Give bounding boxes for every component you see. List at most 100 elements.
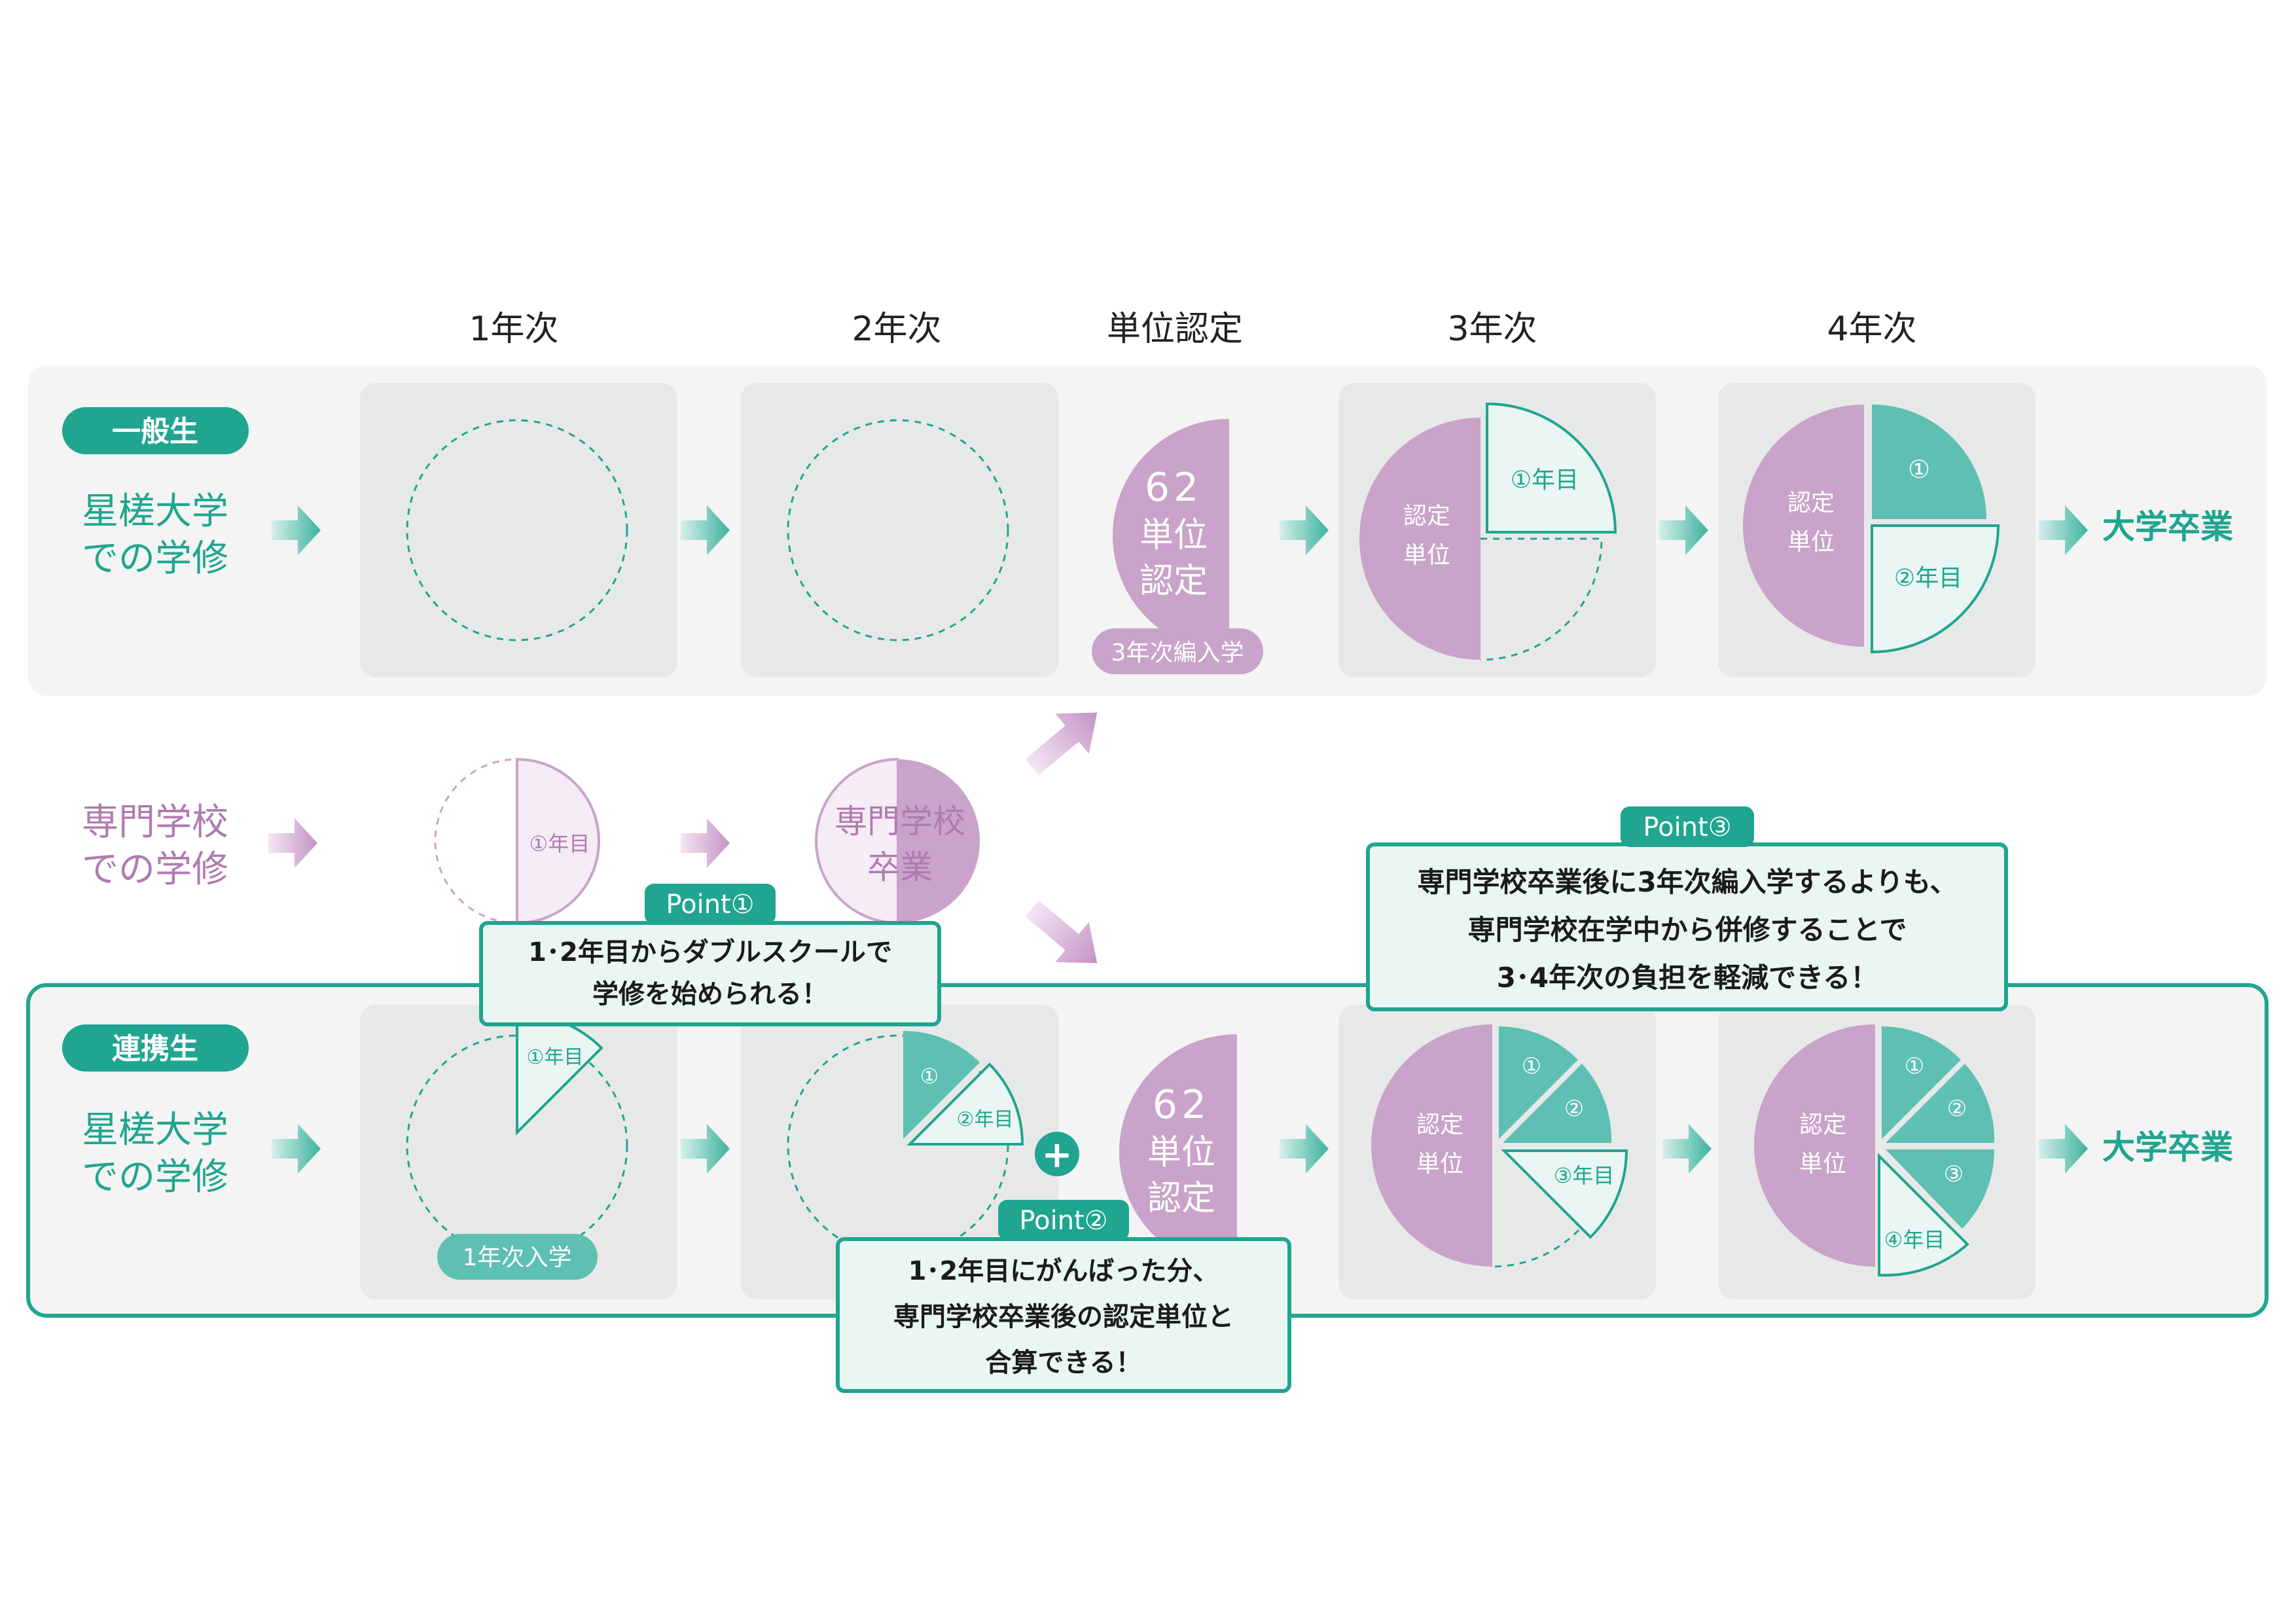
point2-line-2: 専門学校卒業後の認定単位と [893, 1302, 1234, 1332]
general-year4-recognized-2: 単位 [1787, 529, 1835, 556]
partner-year2-slice1-label: ① [920, 1064, 939, 1089]
col-header-year2: 2年次 [852, 310, 941, 349]
partner-year2-slice2 [906, 1062, 1024, 1146]
point3-tag-label: Point③ [1643, 812, 1731, 842]
arrow-down-right-icon [1025, 900, 1098, 964]
partner-year1-dashed-circle [406, 1034, 628, 1257]
partner-year3-slice1 [1499, 1026, 1578, 1139]
vocational-graduate-1: 専門学校 [834, 803, 965, 840]
partner-year1-slice-label: ①年目 [527, 1046, 584, 1069]
point1-tag [645, 884, 776, 924]
general-graduation: 大学卒業 [2102, 508, 2233, 546]
point2-tag-label: Point② [1019, 1206, 1107, 1236]
arrow-icon [1659, 505, 1708, 555]
partner-row-label-2: での学修 [82, 1156, 228, 1199]
general-transfer-tag [1092, 628, 1263, 674]
point1-callout: Point① 1･2年目からダブルスクールで 学修を始められる！ [479, 884, 941, 1026]
col-header-year3: 3年次 [1447, 310, 1537, 349]
general-student-panel: 一般生 星槎大学 での学修 62 単位 認定 3年次編入学 認定 単位 ①年目 … [28, 365, 2267, 696]
point3-line-1: 専門学校卒業後に3年次編入学するよりも、 [1417, 866, 1957, 898]
general-year2-empty-circle [787, 419, 1009, 641]
general-year3-recognized-2: 単位 [1403, 542, 1450, 569]
general-cell-year1 [360, 383, 677, 677]
partner-arrows [272, 1124, 2088, 1174]
partner-year3-recognized-2: 単位 [1416, 1151, 1463, 1178]
partner-year4-s3-label: ③ [1944, 1161, 1964, 1187]
partner-credit-half-circle [1119, 1034, 1237, 1270]
general-year4-recognized-half [1743, 405, 1864, 647]
partner-credit-label: 認定 [1147, 1179, 1215, 1218]
general-arrows [272, 505, 2088, 555]
partner-credit-unit: 単位 [1147, 1133, 1215, 1172]
general-year4-slice-year1 [1872, 405, 1986, 519]
col-header-credit: 単位認定 [1107, 310, 1243, 349]
partner-credit-number: 62 [1153, 1082, 1210, 1128]
partner-year4-recognized-2: 単位 [1799, 1151, 1846, 1178]
partner-year3-slice2 [1503, 1064, 1612, 1143]
arrow-icon [272, 505, 321, 555]
partner-year4-recognized-1: 認定 [1799, 1111, 1846, 1138]
arrow-icon [2039, 1124, 2088, 1174]
general-year3-dashed-remainder [1480, 537, 1603, 661]
general-year1-empty-circle [406, 419, 628, 641]
general-cell-year2 [741, 383, 1058, 677]
point1-line-1: 1･2年目からダブルスクールで [528, 937, 892, 967]
partner-year4-slice2 [1886, 1064, 1995, 1143]
general-year4-slice-year2 [1871, 524, 2000, 654]
general-year3-slice-year1 [1486, 402, 1617, 533]
arrow-icon [1662, 1124, 1712, 1174]
point1-tag-label: Point① [666, 890, 754, 920]
general-year3-recognized-half [1359, 418, 1480, 660]
general-badge [62, 407, 249, 454]
partner-student-panel: 連携生 星槎大学 での学修 ①年目 1年次入学 ① ②年目 + 62 単位 認定… [26, 983, 2269, 1318]
partner-badge-label: 連携生 [112, 1032, 198, 1066]
arrow-icon [1280, 505, 1329, 555]
column-headers: 1年次 2年次 単位認定 3年次 4年次 [469, 310, 1916, 349]
partner-year4-s2-label: ② [1947, 1096, 1967, 1122]
general-year4-slice1-label: ① [1908, 455, 1930, 484]
partner-year3-recognized-1: 認定 [1416, 1111, 1463, 1138]
partner-cell-year1 [360, 1005, 677, 1299]
general-credit-label: 認定 [1139, 562, 1208, 601]
vocational-row-label-2: での学修 [82, 848, 228, 891]
point3-callout: Point③ 専門学校卒業後に3年次編入学するよりも、 専門学校在学中から併修す… [1366, 806, 2008, 1011]
partner-badge [62, 1024, 249, 1072]
partner-entry-tag [437, 1234, 598, 1280]
partner-year3-recognized-half [1371, 1024, 1492, 1267]
plus-icon [1035, 1132, 1079, 1176]
vocational-graduate-left [815, 757, 899, 925]
partner-year4-s4-label: ④年目 [1884, 1227, 1945, 1252]
partner-row-label-1: 星槎大学 [82, 1109, 228, 1151]
partner-year4-slice3 [1886, 1149, 1995, 1229]
vocational-row-label-1: 専門学校 [82, 801, 228, 844]
point3-tag [1621, 806, 1754, 847]
vocational-graduate-2: 卒業 [867, 848, 933, 886]
partner-year4-slice1 [1882, 1026, 1961, 1139]
arrow-icon [1280, 1124, 1329, 1174]
general-credit-half-circle [1113, 419, 1229, 652]
general-year3-recognized-1: 認定 [1403, 503, 1450, 530]
point1-line-2: 学修を始められる！ [592, 979, 828, 1009]
partner-graduation: 大学卒業 [2102, 1128, 2233, 1166]
arrow-icon [268, 818, 317, 868]
general-credit-number: 62 [1145, 465, 1202, 511]
general-credit-unit: 単位 [1139, 516, 1208, 555]
partner-year4-slice4 [1878, 1153, 1969, 1277]
partner-year2-slice2-label: ②年目 [957, 1108, 1014, 1131]
general-row-label-2: での学修 [82, 537, 228, 580]
general-year3-slice-label: ①年目 [1511, 467, 1579, 494]
partner-year3-s2-label: ② [1564, 1096, 1584, 1122]
arrow-icon [272, 1124, 321, 1174]
point2-tag [998, 1200, 1129, 1240]
general-year4-recognized-1: 認定 [1787, 490, 1835, 516]
general-row-label-1: 星槎大学 [82, 490, 228, 533]
col-header-year4: 4年次 [1827, 310, 1916, 349]
point2-line-1: 1･2年目にがんばった分、 [908, 1256, 1219, 1286]
arrow-icon [681, 818, 730, 868]
arrow-icon [2039, 505, 2088, 555]
partner-year3-s3-label: ③年目 [1554, 1163, 1615, 1188]
vocational-row: 専門学校 での学修 ①年目 専門学校 卒業 [82, 712, 1098, 964]
arrow-icon [681, 1124, 730, 1174]
vocational-graduate-right [898, 759, 980, 923]
